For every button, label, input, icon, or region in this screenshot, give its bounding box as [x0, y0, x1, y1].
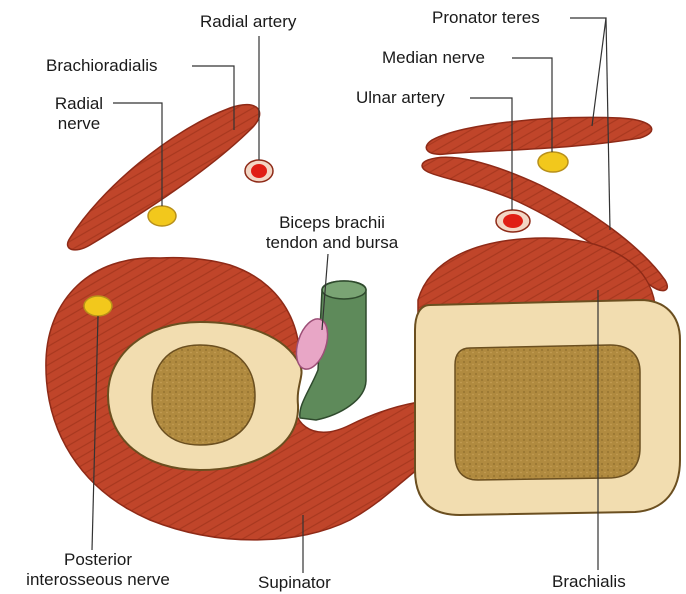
label-radial-artery: Radial artery — [200, 12, 296, 32]
biceps-tendon-top — [322, 281, 366, 299]
posterior-interosseous-nerve-shape — [84, 296, 112, 316]
radius-bone-marrow — [152, 345, 255, 445]
label-biceps-brachii: Biceps brachii tendon and bursa — [250, 213, 414, 253]
radial-nerve-shape — [148, 206, 176, 226]
label-pronator-teres: Pronator teres — [432, 8, 540, 28]
label-supinator: Supinator — [258, 573, 331, 593]
label-radial-nerve: Radial nerve — [46, 94, 112, 134]
label-brachialis: Brachialis — [552, 572, 626, 592]
label-posterior-line2: interosseous nerve — [4, 570, 192, 590]
label-biceps-line1: Biceps brachii — [250, 213, 414, 233]
label-posterior-line1: Posterior — [4, 550, 192, 570]
label-brachioradialis: Brachioradialis — [46, 56, 158, 76]
label-ulnar-artery: Ulnar artery — [356, 88, 445, 108]
label-radial-nerve-line2: nerve — [46, 114, 112, 134]
pronator-teres-muscle-upper — [426, 117, 651, 154]
label-biceps-line2: tendon and bursa — [250, 233, 414, 253]
ulnar-artery-lumen — [503, 214, 523, 228]
median-nerve-shape — [538, 152, 568, 172]
radial-artery-lumen — [251, 164, 267, 178]
label-posterior-interosseous-nerve: Posterior interosseous nerve — [4, 550, 192, 590]
ulna-bone-marrow — [455, 345, 640, 480]
label-radial-nerve-line1: Radial — [46, 94, 112, 114]
leader-pronator-teres — [570, 18, 606, 126]
label-median-nerve: Median nerve — [382, 48, 485, 68]
